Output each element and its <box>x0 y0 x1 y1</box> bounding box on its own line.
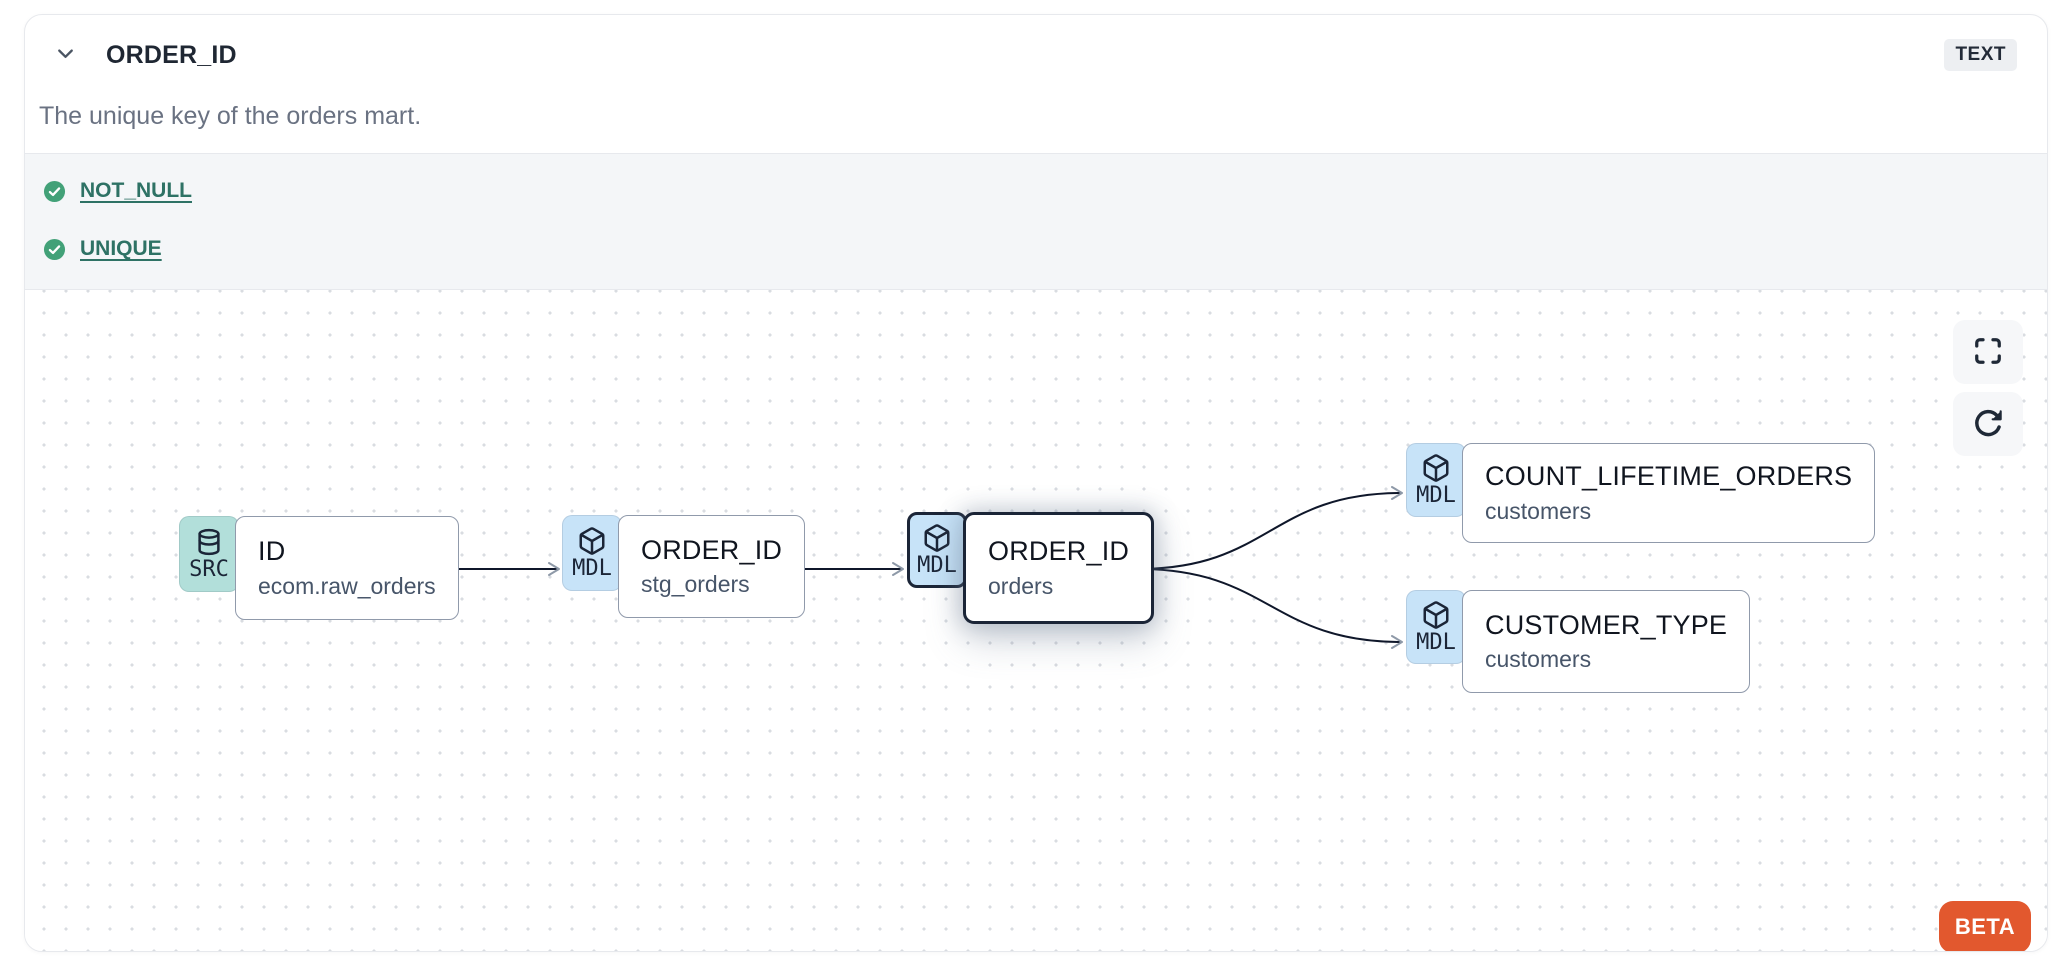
lineage-node-orders-selected[interactable]: MDL ORDER_ID orders <box>907 512 1155 624</box>
node-badge-label: MDL <box>1416 483 1456 508</box>
test-row-not-null: NOT_NULL <box>43 169 2029 213</box>
column-details-panel: ORDER_ID TEXT The unique key of the orde… <box>24 14 2048 952</box>
node-title: ORDER_ID <box>641 534 783 565</box>
node-type-badge: MDL <box>1406 590 1466 664</box>
node-badge-label: MDL <box>572 556 612 581</box>
test-row-unique: UNIQUE <box>43 227 2029 271</box>
data-type-badge: TEXT <box>1944 39 2017 71</box>
node-title: ORDER_ID <box>988 536 1130 566</box>
node-subtitle: orders <box>988 572 1054 599</box>
lineage-node-stg-orders[interactable]: MDL ORDER_ID stg_orders <box>562 515 806 618</box>
node-badge-label: SRC <box>189 557 229 582</box>
lineage-canvas[interactable]: SRC ID ecom.raw_orders MDL ORDER_ID stg_… <box>25 290 2047 951</box>
tests-section: NOT_NULL UNIQUE <box>25 153 2047 290</box>
node-subtitle: ecom.raw_orders <box>258 572 436 599</box>
node-type-badge: MDL <box>562 515 622 591</box>
node-subtitle: stg_orders <box>641 571 750 598</box>
beta-badge: BETA <box>1939 901 2031 951</box>
database-icon <box>194 527 224 557</box>
check-circle-icon <box>43 238 66 261</box>
check-circle-icon <box>43 180 66 203</box>
test-link-not-null[interactable]: NOT_NULL <box>80 179 192 202</box>
refresh-icon <box>1972 407 2004 442</box>
node-type-badge: MDL <box>1406 443 1466 517</box>
test-link-unique[interactable]: UNIQUE <box>80 237 162 260</box>
column-description: The unique key of the orders mart. <box>39 102 422 130</box>
panel-header: ORDER_ID TEXT The unique key of the orde… <box>25 15 2047 131</box>
node-title: ID <box>258 536 286 566</box>
cube-icon <box>577 526 607 556</box>
cube-icon <box>922 523 952 553</box>
collapse-toggle-button[interactable] <box>53 43 77 67</box>
cube-icon <box>1421 600 1451 630</box>
fullscreen-button[interactable] <box>1953 320 2023 384</box>
lineage-node-count-lifetime-orders[interactable]: MDL COUNT_LIFETIME_ORDERS customers <box>1406 443 1876 543</box>
node-type-badge: MDL <box>907 512 967 588</box>
lineage-node-customer-type[interactable]: MDL CUSTOMER_TYPE customers <box>1406 590 1751 693</box>
node-badge-label: MDL <box>917 553 957 578</box>
node-type-badge: SRC <box>179 516 239 592</box>
lineage-node-source-id[interactable]: SRC ID ecom.raw_orders <box>179 516 459 620</box>
node-title: COUNT_LIFETIME_ORDERS <box>1485 461 1853 491</box>
chevron-down-icon <box>54 42 77 68</box>
node-subtitle: customers <box>1485 497 1592 524</box>
node-badge-label: MDL <box>1416 630 1456 655</box>
refresh-button[interactable] <box>1953 392 2023 456</box>
column-title: ORDER_ID <box>106 40 237 69</box>
cube-icon <box>1421 453 1451 483</box>
node-title: CUSTOMER_TYPE <box>1485 609 1728 640</box>
maximize-icon <box>1973 336 2003 369</box>
node-subtitle: customers <box>1485 646 1592 673</box>
